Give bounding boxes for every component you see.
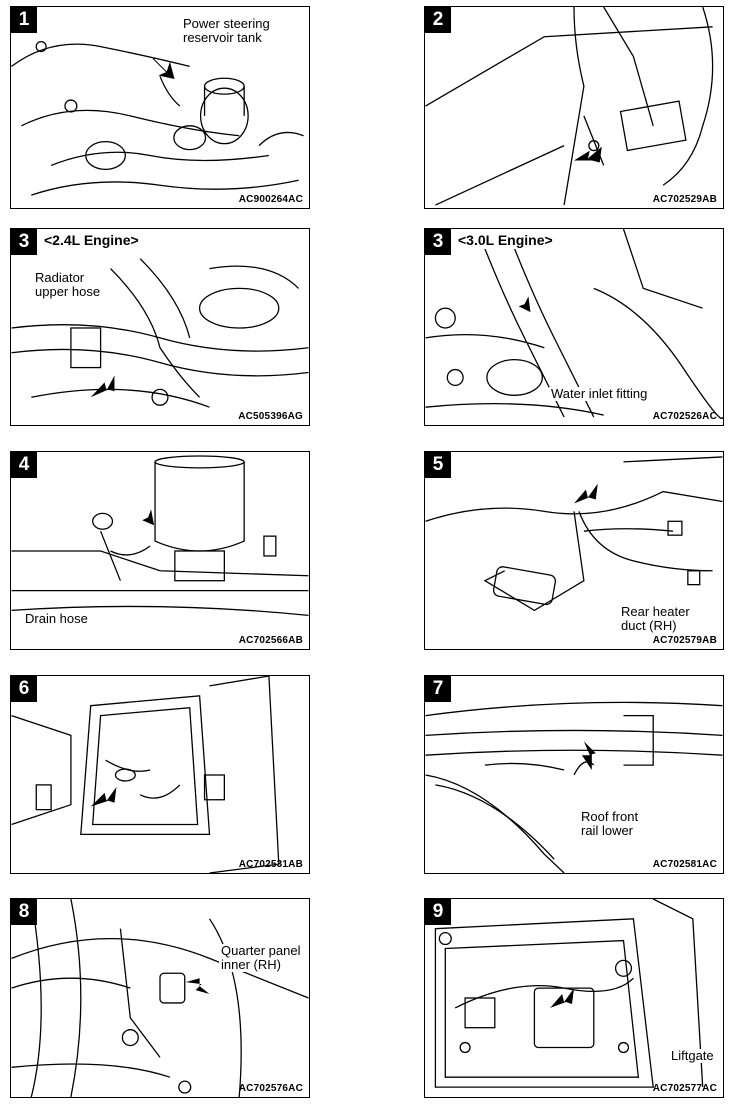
figure-code: AC702576AC	[238, 1083, 303, 1094]
step-number: 1	[11, 7, 37, 33]
pointer-arrow	[185, 978, 210, 995]
callout-label: Radiator	[33, 270, 87, 285]
engine-variant-title: <2.4L Engine>	[41, 231, 142, 249]
diagram-panel-6: 6 AC702531AB	[10, 675, 310, 874]
step-number: 3	[425, 229, 451, 255]
pointer-arrow	[581, 741, 596, 771]
step-number: 4	[11, 452, 37, 478]
engine-bay-illustration	[11, 455, 309, 616]
engine-bay-illustration	[425, 7, 714, 206]
figure-code: AC900264AC	[238, 194, 303, 205]
figure-code: AC702529AB	[652, 194, 717, 205]
diagram-panel-9: 9 Liftgate AC702577AC	[424, 898, 724, 1098]
diagram-panel-5: 5 Rear heater duct (RH) AC702579AB	[424, 451, 724, 650]
diagram-panel-7: 7 Roof front rail lower AC702581AC	[424, 675, 724, 874]
figure-code: AC702579AB	[652, 635, 717, 646]
vehicle-body-illustration	[11, 899, 309, 1097]
pointer-arrow	[138, 501, 155, 526]
figure-code: AC505396AG	[238, 411, 303, 422]
callout-label: Water inlet fitting	[549, 386, 650, 401]
pointer-arrow	[90, 786, 117, 807]
callout-label: upper hose	[33, 284, 103, 299]
diagram-panel-8: 8 Quarter panel inner (RH) AC702576AC	[10, 898, 310, 1098]
figure-code: AC702566AB	[238, 635, 303, 646]
step-number: 9	[425, 899, 451, 925]
pointer-arrow	[90, 375, 115, 398]
step-number: 5	[425, 452, 451, 478]
figure-code: AC702577AC	[652, 1083, 717, 1094]
callout-label: Rear heater	[619, 604, 692, 619]
diagram-panel-3-2-4l: 3 <2.4L Engine> Radiator upper hose AC50…	[10, 228, 310, 426]
engine-bay-illustration	[11, 41, 304, 196]
callout-label: Liftgate	[669, 1048, 716, 1063]
callout-label: Power steering	[181, 16, 272, 31]
callout-label: rail lower	[579, 823, 636, 838]
engine-bay-illustration	[11, 258, 309, 408]
pointer-arrow	[574, 146, 602, 163]
vehicle-body-illustration	[425, 456, 723, 612]
callout-label: duct (RH)	[619, 618, 679, 633]
callout-label: Quarter panel	[219, 943, 303, 958]
liftgate-illustration	[434, 899, 704, 1088]
step-number: 6	[11, 676, 37, 702]
vehicle-body-illustration	[11, 676, 280, 873]
diagram-panel-3-3-0l: 3 <3.0L Engine> Water inlet fitting AC70…	[424, 228, 724, 426]
step-number: 8	[11, 899, 37, 925]
callout-label: inner (RH)	[219, 957, 283, 972]
figure-code: AC702581AC	[652, 859, 717, 870]
callout-label: Drain hose	[23, 611, 90, 626]
vehicle-body-illustration	[425, 701, 723, 873]
diagram-panel-1: 1 Power steering reservoir tank AC900264…	[10, 6, 310, 209]
pointer-arrow	[514, 288, 531, 313]
pointer-arrow	[574, 483, 598, 504]
step-number: 3	[11, 229, 37, 255]
pointer-arrow	[152, 58, 175, 79]
diagram-panel-4: 4 Drain hose AC702566AB	[10, 451, 310, 650]
figure-code: AC702531AB	[238, 859, 303, 870]
pointer-arrow	[550, 988, 574, 1008]
callout-label: reservoir tank	[181, 30, 264, 45]
step-number: 7	[425, 676, 451, 702]
callout-label: Roof front	[579, 809, 641, 824]
figure-code: AC702526AC	[652, 411, 717, 422]
step-number: 2	[425, 7, 451, 33]
diagram-panel-2: 2 AC702529AB	[424, 6, 724, 209]
engine-variant-title: <3.0L Engine>	[455, 231, 556, 249]
